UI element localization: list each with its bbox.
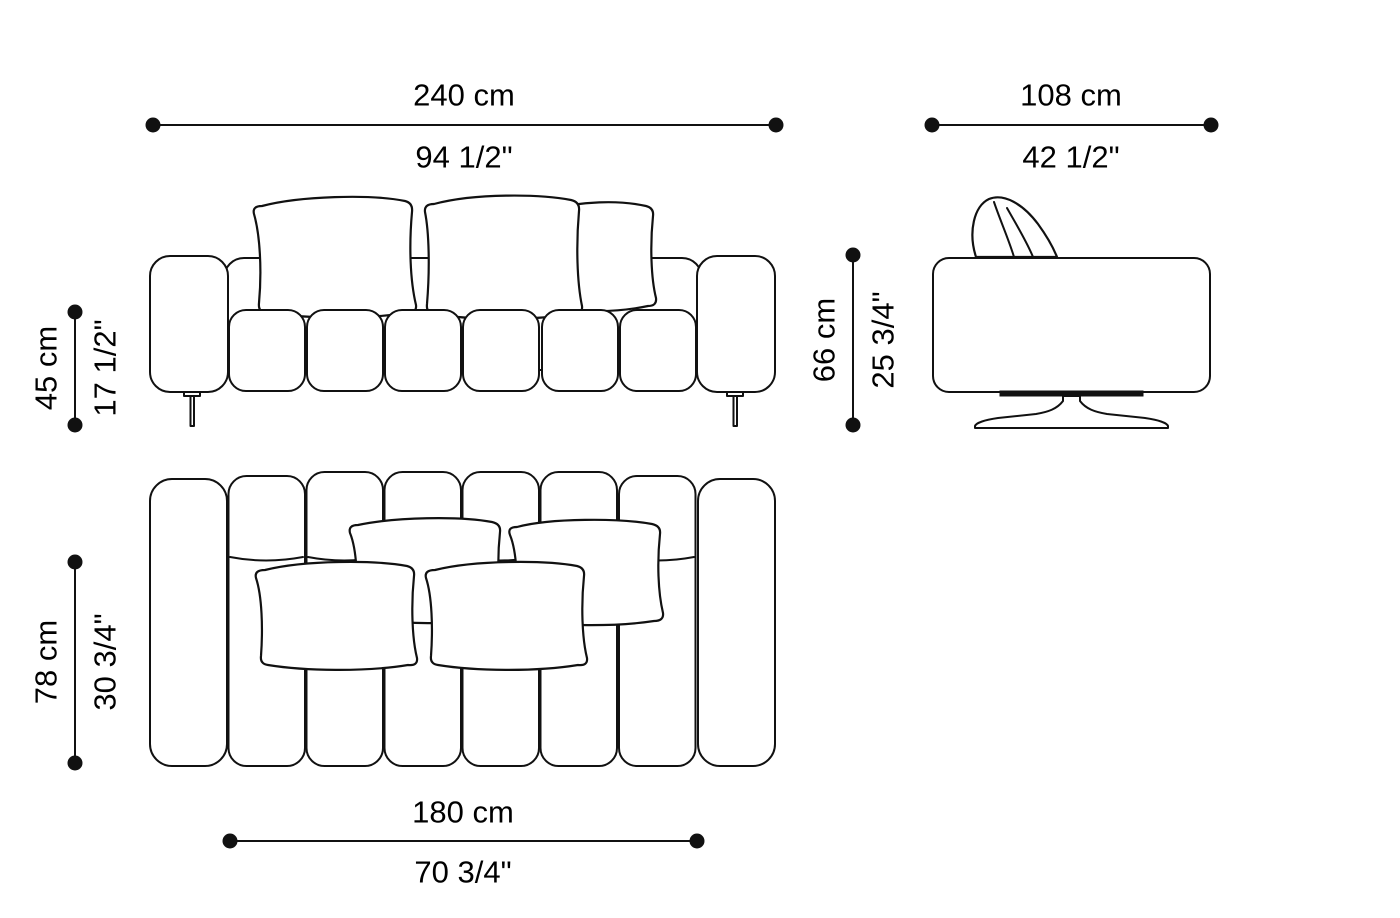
plan-armrest-right [697, 478, 776, 767]
label-overall-depth-cm: 108 cm [1020, 77, 1122, 113]
dim-overall-width [145, 117, 784, 133]
label-plan-depth-cm: 78 cm [28, 619, 64, 705]
dimension-dot [67, 755, 83, 771]
label-overall-width-cm: 240 cm [413, 77, 515, 113]
front-back-pillow-left [252, 195, 418, 319]
seat-cushion [619, 309, 697, 392]
plan-front-pillow-center [424, 560, 589, 671]
dim-seat-width [222, 833, 705, 849]
dimension-dot [1203, 117, 1219, 133]
plan-front-pillow-left [254, 560, 419, 671]
label-plan-depth-in: 30 3/4" [87, 613, 123, 711]
dimension-dot [67, 554, 83, 570]
label-overall-width-in: 94 1/2" [415, 139, 513, 175]
label-overall-height-cm: 66 cm [806, 297, 842, 383]
front-view [149, 194, 776, 427]
dimension-dot [845, 417, 861, 433]
dimension-dot [768, 117, 784, 133]
side-pillow [971, 196, 1059, 259]
seat-cushion [228, 309, 306, 392]
side-view [932, 196, 1211, 429]
front-armrest-left [149, 255, 229, 393]
dimension-dot [845, 247, 861, 263]
front-leg-left [183, 391, 201, 427]
label-seat-width-in: 70 3/4" [414, 854, 512, 890]
label-seat-height-in: 17 1/2" [87, 319, 123, 417]
front-leg-right [726, 391, 744, 427]
label-overall-height-in: 25 3/4" [865, 291, 901, 389]
plan-seam [229, 556, 304, 562]
plan-armrest-left [149, 478, 228, 767]
label-overall-depth-in: 42 1/2" [1022, 139, 1120, 175]
dimension-dot [689, 833, 705, 849]
dim-seat-height [67, 304, 83, 433]
label-seat-height-cm: 45 cm [28, 325, 64, 411]
side-body [932, 257, 1211, 393]
dim-overall-height [845, 247, 861, 433]
label-seat-width-cm: 180 cm [412, 794, 514, 830]
side-pillow-seam [1006, 207, 1034, 258]
front-armrest-right [696, 255, 776, 393]
dimension-dot [67, 304, 83, 320]
side-pedestal-foot [974, 395, 1169, 429]
dim-plan-depth [67, 554, 83, 771]
seat-cushion [541, 309, 619, 392]
dimension-dot [145, 117, 161, 133]
seat-cushion [384, 309, 462, 392]
seat-cushion [306, 309, 384, 392]
front-back-pillow-center [423, 194, 584, 320]
dimension-dot [67, 417, 83, 433]
dimension-dot [222, 833, 238, 849]
top-view [149, 471, 776, 767]
dim-overall-depth [924, 117, 1219, 133]
dimension-dot [924, 117, 940, 133]
seat-cushion [462, 309, 540, 392]
side-pillow-seam [993, 201, 1015, 258]
